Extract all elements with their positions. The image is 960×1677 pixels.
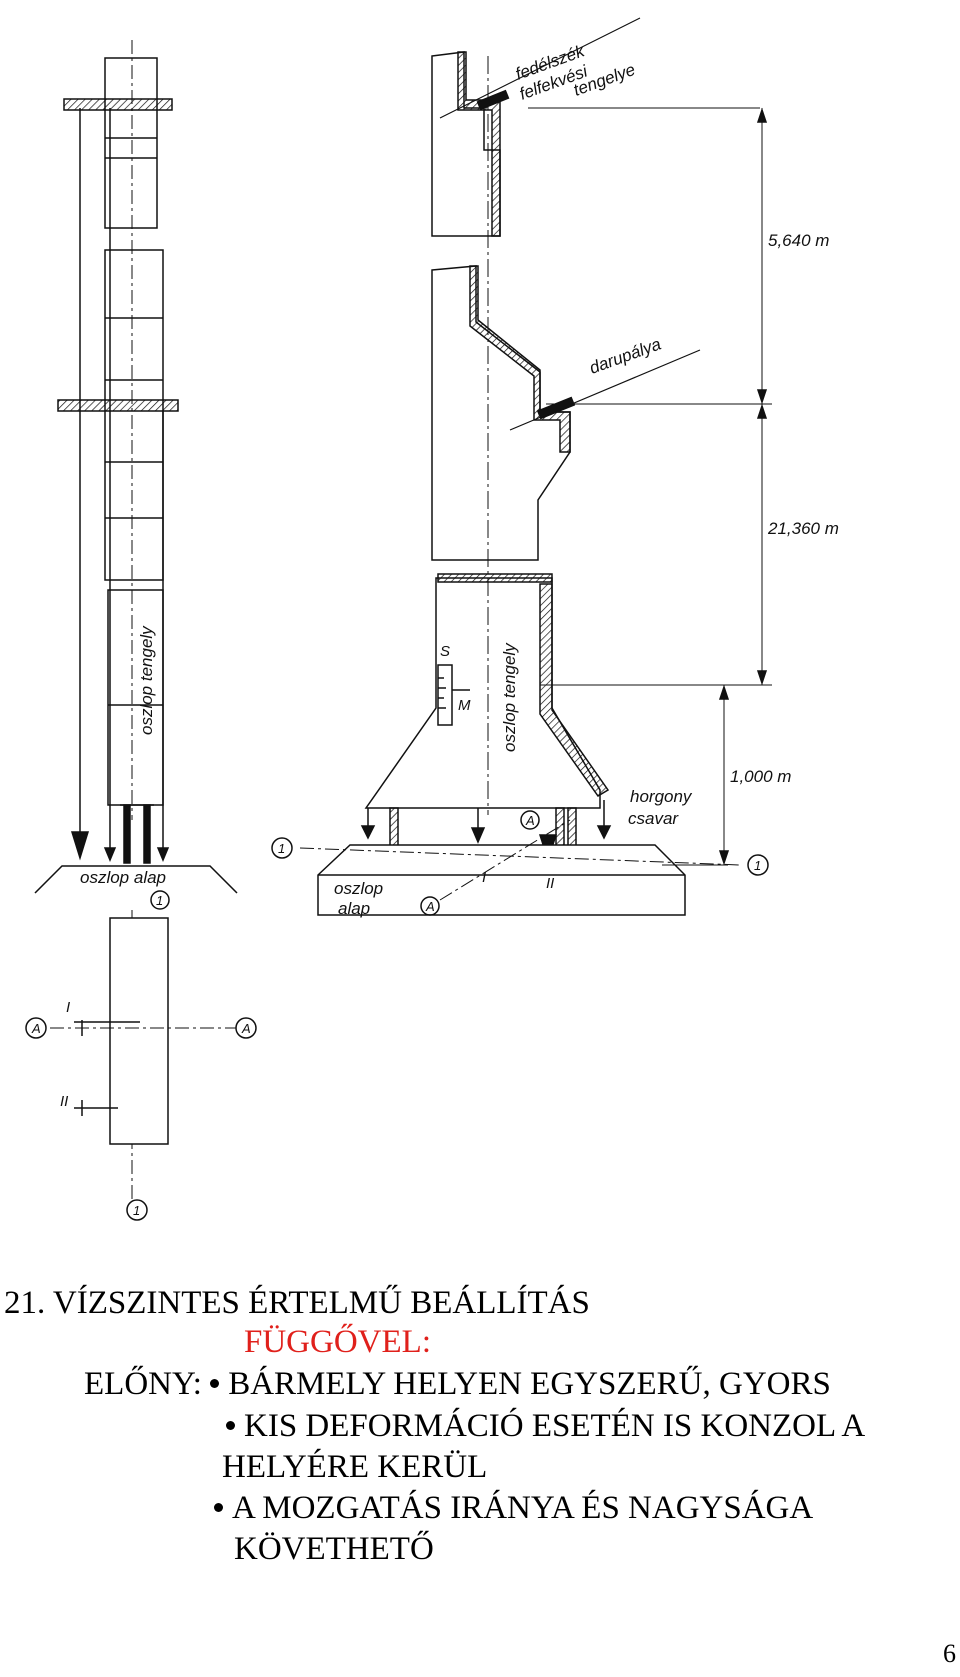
- left-plan-marker-a-left: A: [31, 1021, 41, 1036]
- left-axis-marker-top: 1: [156, 893, 163, 908]
- left-plan-marker-a-right: A: [241, 1021, 251, 1036]
- scale-s-label: S: [440, 643, 450, 660]
- right-base-label-1: oszlop: [334, 879, 383, 898]
- anchor-label-1: horgony: [630, 787, 693, 806]
- anchor-label-2: csavar: [628, 809, 679, 828]
- right-axis-marker-right: 1: [754, 858, 761, 873]
- bullet-dot-2: [226, 1420, 235, 1430]
- bullet-dot-3: [214, 1502, 223, 1512]
- right-axis-marker-left: 1: [278, 841, 285, 856]
- right-base-label-2: alap: [338, 899, 370, 918]
- dimension-middle: 21,360 m: [767, 519, 839, 538]
- dimension-upper: 5,640 m: [768, 231, 829, 250]
- bullet-2-line2: HELYÉRE KERÜL: [222, 1449, 488, 1485]
- crane-rail-label: darupálya: [587, 334, 664, 377]
- bullet-2-line1: KIS DEFORMÁCIÓ ESETÉN IS KONZOL A: [244, 1408, 866, 1444]
- right-point-1: I: [482, 869, 486, 886]
- advantage-line: ELŐNY: BÁRMELY HELYEN EGYSZERŰ, GYORS: [84, 1366, 831, 1402]
- bullet-2-row: KIS DEFORMÁCIÓ ESETÉN IS KONZOL A: [226, 1408, 865, 1444]
- dimension-lower: 1,000 m: [730, 767, 791, 786]
- advantage-label: ELŐNY:: [84, 1366, 202, 1402]
- page-subtitle: FÜGGŐVEL:: [244, 1324, 431, 1360]
- bullet-3-line1: A MOZGATÁS IRÁNYA ÉS NAGYSÁGA: [232, 1490, 814, 1526]
- bullet-3-row: A MOZGATÁS IRÁNYA ÉS NAGYSÁGA: [214, 1490, 813, 1526]
- right-plan-marker-a-2: A: [525, 813, 535, 828]
- bullet-1: BÁRMELY HELYEN EGYSZERŰ, GYORS: [228, 1366, 831, 1402]
- right-column-perspective: [271, 17, 772, 916]
- right-point-2: II: [546, 875, 554, 892]
- left-axis-label: oszlop tengely: [137, 625, 156, 735]
- page-title: 21. VÍZSZINTES ÉRTELMŰ BEÁLLÍTÁS: [4, 1285, 590, 1321]
- left-base-label: oszlop alap: [80, 868, 166, 887]
- left-column-elevation: [34, 40, 238, 894]
- bullet-3-line2: KÖVETHETŐ: [234, 1531, 434, 1567]
- technical-drawing: oszlop tengely oszlop alap 1 A A I II 1: [25, 17, 839, 1221]
- left-plan-point-2: II: [60, 1093, 68, 1110]
- left-plan-point-1: I: [66, 999, 70, 1016]
- left-axis-marker-bottom: 1: [133, 1203, 140, 1218]
- right-plan-marker-a-1: A: [425, 899, 435, 914]
- right-axis-label: oszlop tengely: [500, 642, 519, 752]
- left-column-plan: [25, 890, 257, 1221]
- page-number: 6: [943, 1639, 956, 1668]
- bullet-dot-1: [210, 1378, 220, 1388]
- scale-m-label: M: [458, 697, 471, 714]
